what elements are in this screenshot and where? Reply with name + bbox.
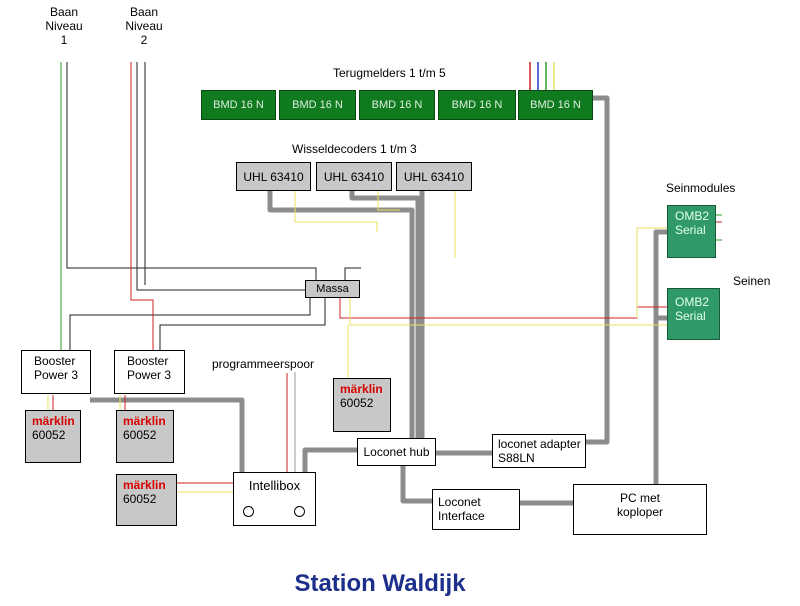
bmd-module: BMD 16 N <box>438 90 516 120</box>
loconet-bus-lines <box>90 95 667 506</box>
bmd-module: BMD 16 N <box>279 90 356 120</box>
yellow-wires <box>47 191 667 493</box>
intellibox: Intellibox <box>233 472 316 526</box>
bmd-module: BMD 16 N <box>359 90 435 120</box>
terugmelders-label: Terugmelders 1 t/m 5 <box>333 66 446 80</box>
bmd-module: BMD 16 N <box>518 90 593 120</box>
uhl-decoder: UHL 63410 <box>236 162 311 191</box>
knob-icon <box>294 506 305 517</box>
bmd-module: BMD 16 N <box>201 90 276 120</box>
knob-icon <box>243 506 254 517</box>
massa-block: Massa <box>305 280 360 298</box>
bmd-color-stubs <box>529 62 555 90</box>
ground-wires <box>66 62 361 350</box>
diagram-title: Station Waldijk <box>294 570 466 597</box>
loconet-hub: Loconet hub <box>357 438 436 466</box>
uhl-decoder: UHL 63410 <box>316 162 392 191</box>
seinmodules-label: Seinmodules <box>666 181 736 195</box>
seinen-label: Seinen <box>733 274 771 288</box>
uhl-decoder: UHL 63410 <box>396 162 472 191</box>
intellibox-label: Intellibox <box>248 478 301 493</box>
programmeerspoor-label: programmeerspoor <box>212 357 315 371</box>
wisseldecoders-label: Wisseldecoders 1 t/m 3 <box>292 142 417 156</box>
